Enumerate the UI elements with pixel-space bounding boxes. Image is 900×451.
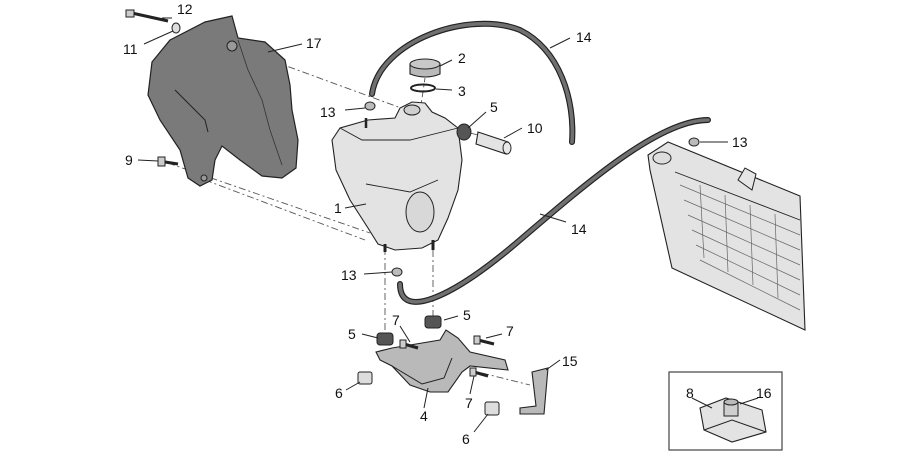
callout-6-left: 6	[335, 385, 343, 401]
bracket-part-15	[519, 367, 549, 415]
callout-5-left: 5	[348, 326, 356, 342]
callout-12: 12	[177, 1, 193, 17]
washer-part-11	[171, 22, 181, 34]
callout-16: 16	[756, 385, 772, 401]
callout-17: 17	[306, 35, 322, 51]
callout-5-right: 5	[463, 307, 471, 323]
screw-part-7-left	[399, 339, 419, 350]
clip-nut-part-6-left	[357, 371, 373, 385]
hose-part-14-lower	[397, 117, 711, 305]
leader-lines	[137, 17, 759, 433]
hose-clamp-part-13-top	[364, 101, 376, 111]
hose-clamp-part-13-bottom	[391, 267, 403, 277]
callout-labels: 12 11 17 2 3 14 13 5 10 13 9 1 14 13 5 5…	[123, 1, 772, 447]
clip-nut-part-6-right	[484, 401, 500, 416]
callout-8: 8	[686, 385, 694, 401]
callout-3: 3	[458, 83, 466, 99]
expansion-tank-part-1	[331, 101, 463, 252]
side-cover-part-17	[147, 15, 299, 187]
callout-13-right: 13	[732, 134, 748, 150]
bracket-part-4	[375, 329, 509, 393]
callout-5-upper: 5	[490, 99, 498, 115]
callout-7-left: 7	[392, 312, 400, 328]
callout-7-bottom: 7	[465, 395, 473, 411]
callout-15: 15	[562, 353, 578, 369]
callout-14-upper: 14	[576, 29, 592, 45]
callout-4: 4	[420, 408, 428, 424]
hose-part-14-upper	[369, 20, 576, 145]
callout-13-bottom: 13	[341, 267, 357, 283]
hose-clamp-part-13-right	[688, 137, 700, 147]
screw-part-7-bottom	[469, 367, 489, 378]
callout-1: 1	[334, 200, 342, 216]
filler-cap-part-2	[409, 58, 441, 78]
screw-part-9	[157, 156, 179, 167]
detail-inset	[668, 371, 783, 451]
screw-part-12	[125, 9, 169, 23]
callout-7-right: 7	[506, 323, 514, 339]
callout-10: 10	[527, 120, 543, 136]
grommet-part-5-right	[424, 315, 442, 329]
grommet-part-5-left	[376, 332, 394, 346]
radiator	[647, 141, 806, 331]
callout-9: 9	[125, 152, 133, 168]
callout-11: 11	[123, 41, 138, 57]
spacer-part-10	[475, 131, 512, 155]
callout-14-lower: 14	[571, 221, 587, 237]
screw-part-7-right	[473, 335, 495, 346]
callout-13-top: 13	[320, 104, 336, 120]
o-ring-part-3	[410, 83, 436, 93]
grommet-part-5-upper	[456, 123, 472, 141]
callout-6-right: 6	[462, 431, 470, 447]
callout-2: 2	[458, 50, 466, 66]
